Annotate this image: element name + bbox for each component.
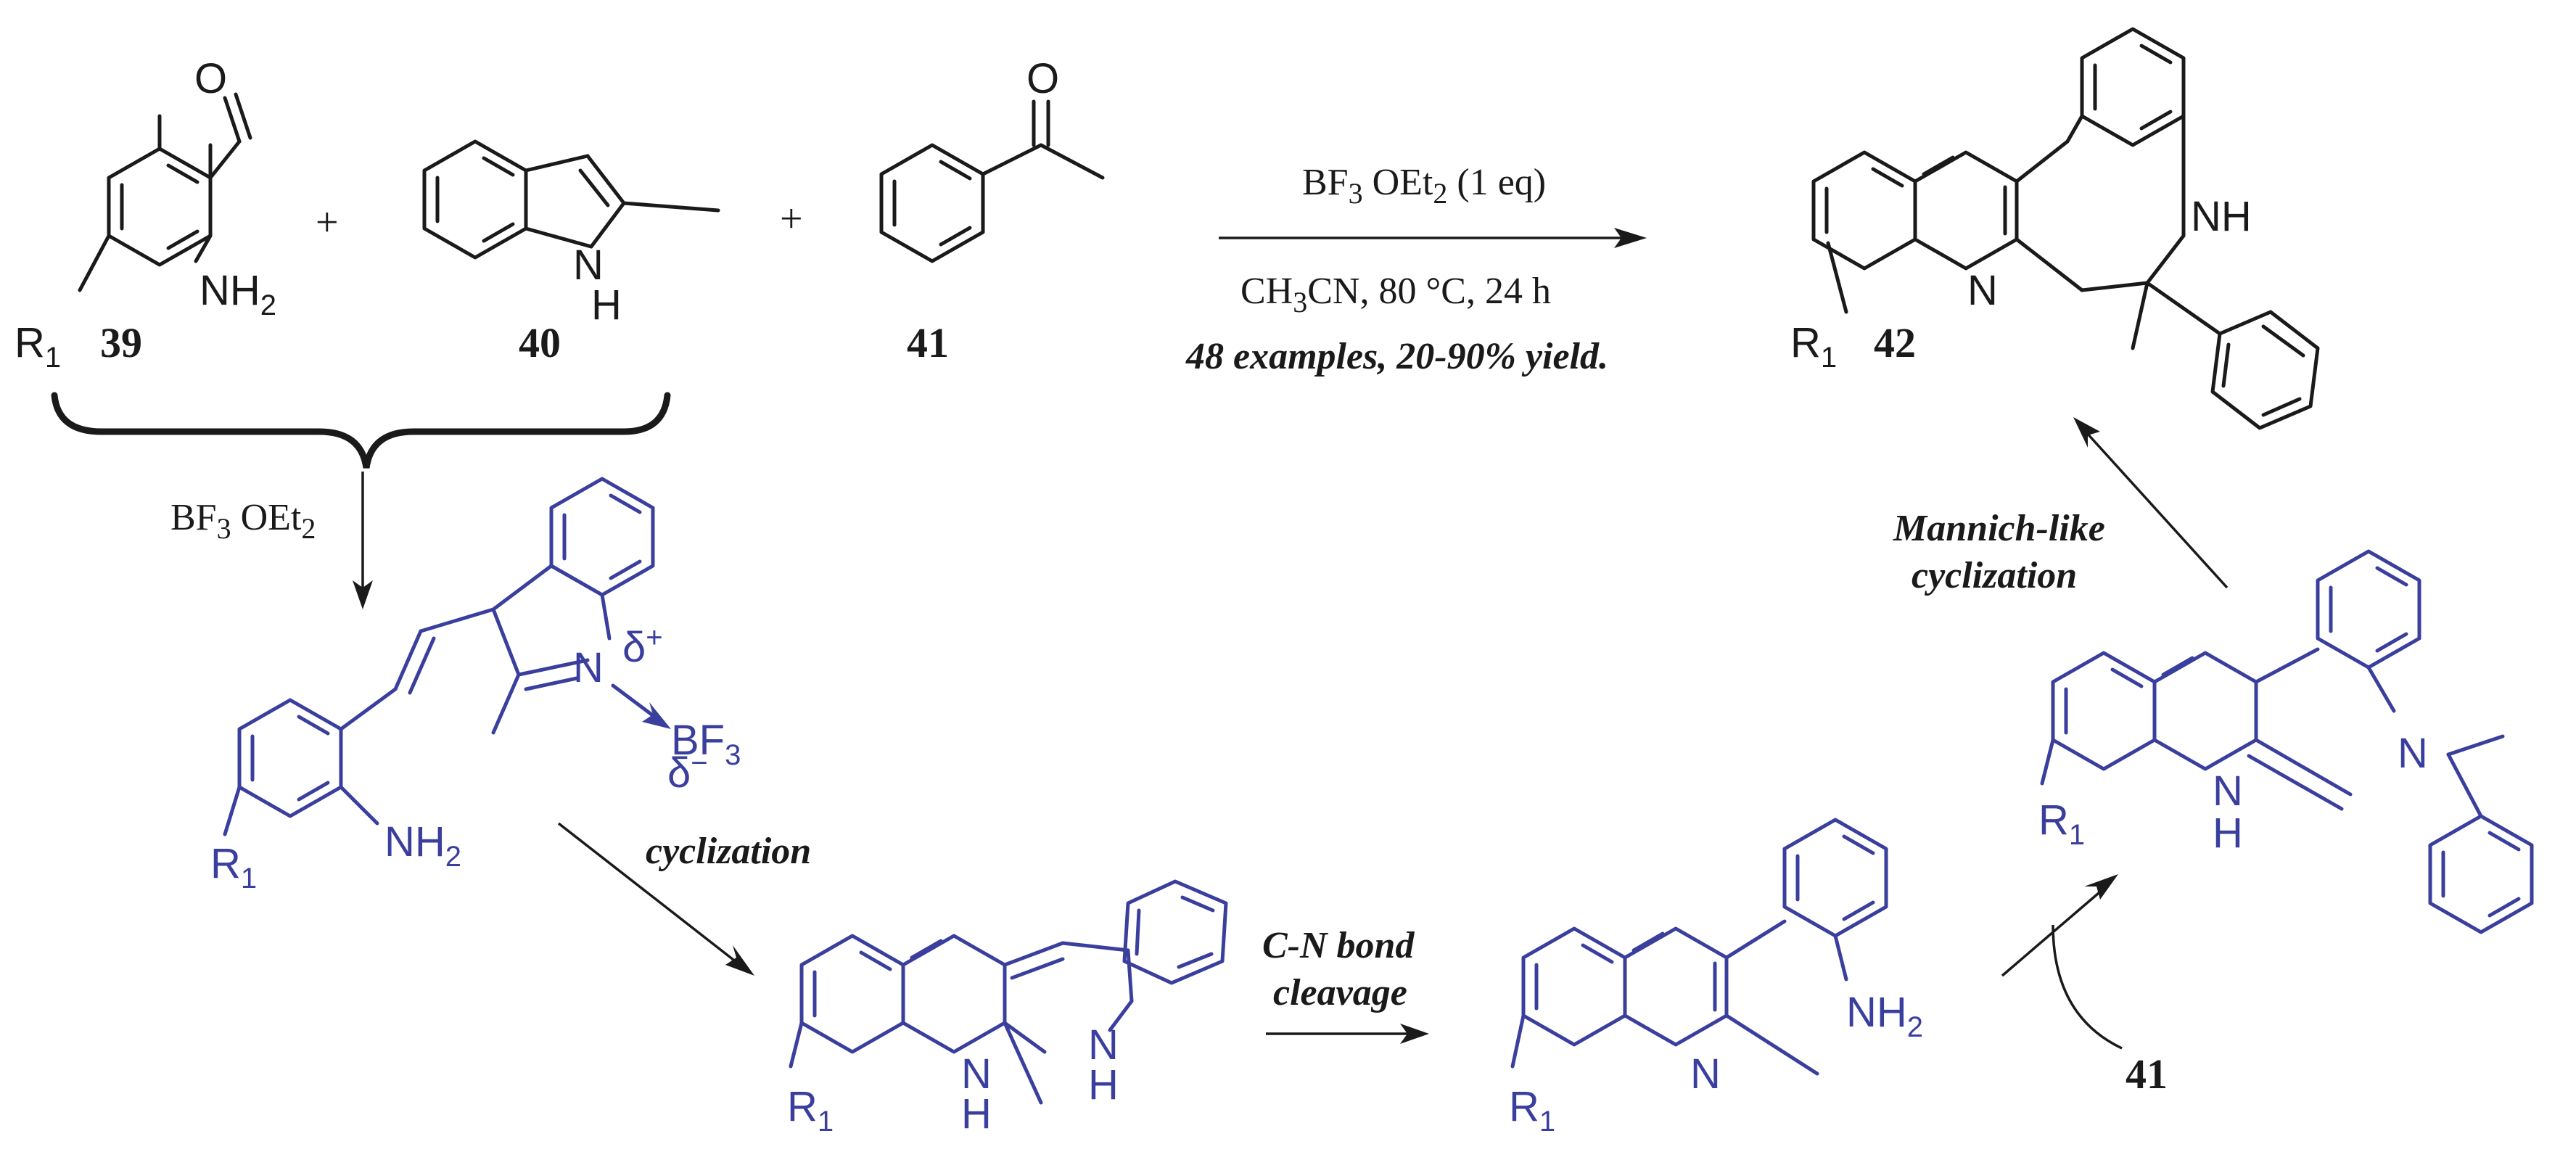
delta-minus: δ− bbox=[667, 747, 708, 797]
brace-reagent-label: BF3 OEt2 bbox=[170, 497, 316, 545]
compound-40-label: 40 bbox=[519, 319, 561, 366]
aldehyde-oxygen-label: O bbox=[194, 55, 227, 102]
compound-40-structure bbox=[422, 139, 720, 260]
compound-42-structure bbox=[1811, 27, 2320, 430]
product-nh-label: NH bbox=[2191, 193, 2252, 240]
intermediate-b-structure bbox=[789, 879, 1228, 1105]
intermediate-c-structure bbox=[1510, 818, 1888, 1076]
amine-label-39: NH2 bbox=[199, 267, 276, 321]
reagent-41-label: 41 bbox=[2126, 1050, 2168, 1098]
condition-line-1: BF3 OEt2 (1 eq) bbox=[1302, 162, 1546, 210]
cn-cleavage-label-2: cleavage bbox=[1273, 972, 1407, 1013]
delta-plus: δ+ bbox=[622, 622, 663, 671]
r1-label-b: R1 bbox=[787, 1083, 834, 1137]
amine-label-a: NH2 bbox=[384, 818, 461, 873]
cn-cleavage-label-1: C-N bond bbox=[1262, 925, 1415, 966]
mannich-label-2: cyclization bbox=[1912, 555, 2077, 596]
intermediate-b-nh2-n: N bbox=[1088, 1021, 1119, 1069]
reagent-41-curve bbox=[2052, 924, 2123, 1050]
compound-39-label: 39 bbox=[100, 319, 142, 366]
product-pyridine-n: N bbox=[1967, 267, 1998, 314]
condition-line-2: CH3CN, 80 °C, 24 h bbox=[1240, 271, 1551, 318]
r1-label-42: R1 bbox=[1790, 319, 1837, 374]
indole-nh-h: H bbox=[591, 281, 622, 329]
intermediate-a-structure bbox=[223, 477, 671, 836]
compound-41-structure bbox=[879, 99, 1105, 263]
intermediate-b-nh1-n: N bbox=[961, 1050, 992, 1098]
indolenine-n: N bbox=[573, 644, 604, 691]
intermediate-d-nh-n: N bbox=[2213, 768, 2243, 815]
intermediate-d-nh-h: H bbox=[2213, 810, 2243, 857]
bf3-label: BF3 bbox=[671, 717, 741, 771]
intermediate-c-n: N bbox=[1690, 1050, 1721, 1098]
plus-sign-1: + bbox=[316, 200, 339, 245]
mannich-arrow bbox=[2084, 430, 2229, 589]
imine-n: N bbox=[2398, 730, 2428, 777]
brace-arrow-head bbox=[353, 580, 373, 609]
main-arrow-head bbox=[1614, 228, 1647, 248]
intermediate-b-nh1-h: H bbox=[961, 1090, 992, 1137]
compound-41-label: 41 bbox=[907, 319, 949, 366]
plus-sign-2: + bbox=[780, 197, 803, 242]
indole-nh-n: N bbox=[573, 242, 604, 289]
r1-label-d: R1 bbox=[2038, 797, 2085, 851]
reactant-brace bbox=[51, 392, 671, 469]
condition-line-3: 48 examples, 20-90% yield. bbox=[1185, 336, 1608, 377]
r1-label-c: R1 bbox=[1509, 1083, 1555, 1137]
compound-39-structure bbox=[78, 92, 252, 292]
ketone-oxygen-label: O bbox=[1026, 55, 1059, 102]
cyclization-label: cyclization bbox=[646, 831, 811, 872]
amine-label-c: NH2 bbox=[1846, 989, 1923, 1043]
compound-42-label: 42 bbox=[1874, 319, 1916, 366]
intermediate-d-structure bbox=[2040, 549, 2534, 934]
mannich-label-1: Mannich-like bbox=[1893, 508, 2105, 549]
r1-label-a: R1 bbox=[210, 840, 257, 894]
cyclization-arrow bbox=[557, 822, 741, 966]
intermediate-b-nh2-h: H bbox=[1088, 1061, 1119, 1108]
r1-label-39: R1 bbox=[15, 319, 61, 374]
